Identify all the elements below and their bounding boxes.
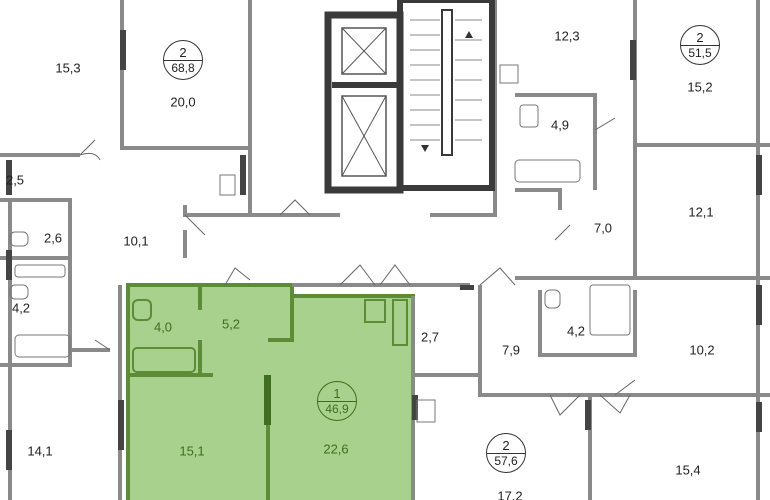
apartment-badge: 2 57,6 [486, 433, 526, 473]
apartment-rooms: 2 [502, 437, 510, 453]
room-area: 22,6 [323, 441, 349, 457]
apartment-rooms: 1 [333, 385, 341, 401]
room-area: 7,0 [593, 220, 613, 236]
room-area: 12,1 [688, 204, 714, 220]
room-area: 2,5 [5, 172, 25, 188]
room-area: 4,0 [153, 319, 173, 335]
room-area: 15,1 [179, 443, 205, 459]
room-area: 4,2 [566, 323, 586, 339]
apartment-badge: 2 51,5 [680, 25, 720, 65]
room-area: 10,1 [123, 233, 149, 249]
room-area: 4,2 [11, 300, 31, 316]
room-area: 5,2 [221, 316, 241, 332]
apartment-area: 68,8 [171, 60, 195, 75]
apartment-area: 46,9 [325, 401, 349, 416]
apartment-rooms: 2 [696, 29, 704, 45]
room-area: 12,3 [554, 28, 580, 44]
apartment-badge: 2 68,8 [163, 40, 203, 80]
room-area: 14,1 [27, 443, 53, 459]
room-area: 7,9 [501, 342, 521, 358]
room-area: 15,2 [687, 79, 713, 95]
room-area: 20,0 [170, 94, 196, 110]
room-area: 2,6 [43, 230, 63, 246]
stair-elevator-core [324, 0, 495, 194]
fixtures [9, 64, 631, 423]
room-area: 2,7 [420, 329, 440, 345]
apartment-area: 51,5 [688, 45, 712, 60]
room-area: 15,3 [55, 60, 81, 76]
highlighted-apartment[interactable] [126, 283, 415, 500]
room-area: 10,2 [689, 342, 715, 358]
room-area: 4,9 [550, 117, 570, 133]
room-area: 17,2 [497, 488, 523, 500]
doors [79, 117, 636, 416]
apartment-area: 57,6 [494, 453, 518, 468]
apartment-rooms: 2 [179, 44, 187, 60]
apartment-badge-selected[interactable]: 1 46,9 [317, 381, 357, 421]
room-area: 15,4 [675, 462, 701, 478]
windows [6, 30, 762, 470]
